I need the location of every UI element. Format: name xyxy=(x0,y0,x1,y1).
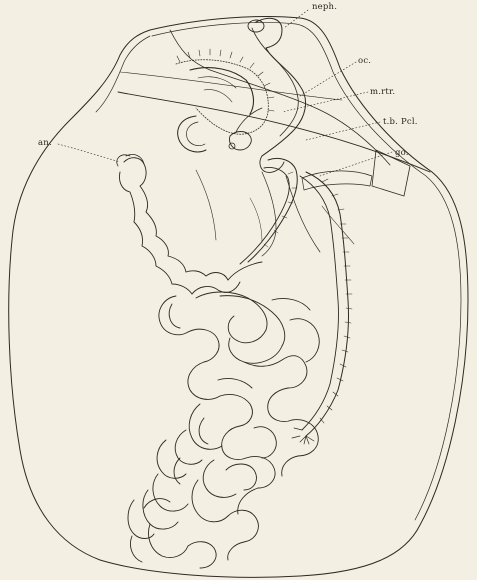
leader-lines xyxy=(58,10,392,176)
an-bulb xyxy=(117,154,144,166)
retractor-hook xyxy=(178,116,206,152)
label-mrtr: m.rtr. xyxy=(370,87,395,97)
stomach-wall-2 xyxy=(250,198,262,242)
label-an: an. xyxy=(38,138,52,148)
roof-line-1 xyxy=(118,92,430,172)
label-neph: neph. xyxy=(312,2,337,12)
leader-an xyxy=(58,144,120,162)
ridged-structure-oc-core xyxy=(190,68,253,114)
label-oc: oc. xyxy=(358,56,371,66)
label-go: go. xyxy=(395,148,409,158)
divider-diagonal-2 xyxy=(322,206,354,244)
ridged-structure-oc xyxy=(176,60,268,134)
body-outline xyxy=(9,17,468,578)
stomach-wall xyxy=(196,170,216,240)
mantle-edge xyxy=(262,172,276,256)
gonad-tube xyxy=(306,172,349,436)
anterior-oesophagus xyxy=(124,158,228,280)
divider-diagonal xyxy=(286,176,320,252)
pcl-spines xyxy=(264,172,297,247)
gonad-spines xyxy=(320,179,352,423)
pedal-plate xyxy=(302,171,372,190)
retractor-hook-inner xyxy=(186,122,205,146)
leader-oc xyxy=(300,62,356,96)
gonad-fringe xyxy=(292,428,314,444)
head-outline-inner xyxy=(96,36,150,112)
intestinal-coils xyxy=(128,262,319,568)
oc-spines xyxy=(177,49,274,111)
anterior-oesophagus-inner xyxy=(119,172,192,294)
pcl-tube-inner xyxy=(240,167,289,264)
oc-inner-lines xyxy=(198,77,236,102)
pcl-tube xyxy=(248,158,297,262)
roof-line-2 xyxy=(120,72,342,100)
label-tbpcl: t.b. Pcl. xyxy=(383,117,418,127)
leader-go xyxy=(320,152,392,176)
leader-tbpcl xyxy=(306,122,380,140)
